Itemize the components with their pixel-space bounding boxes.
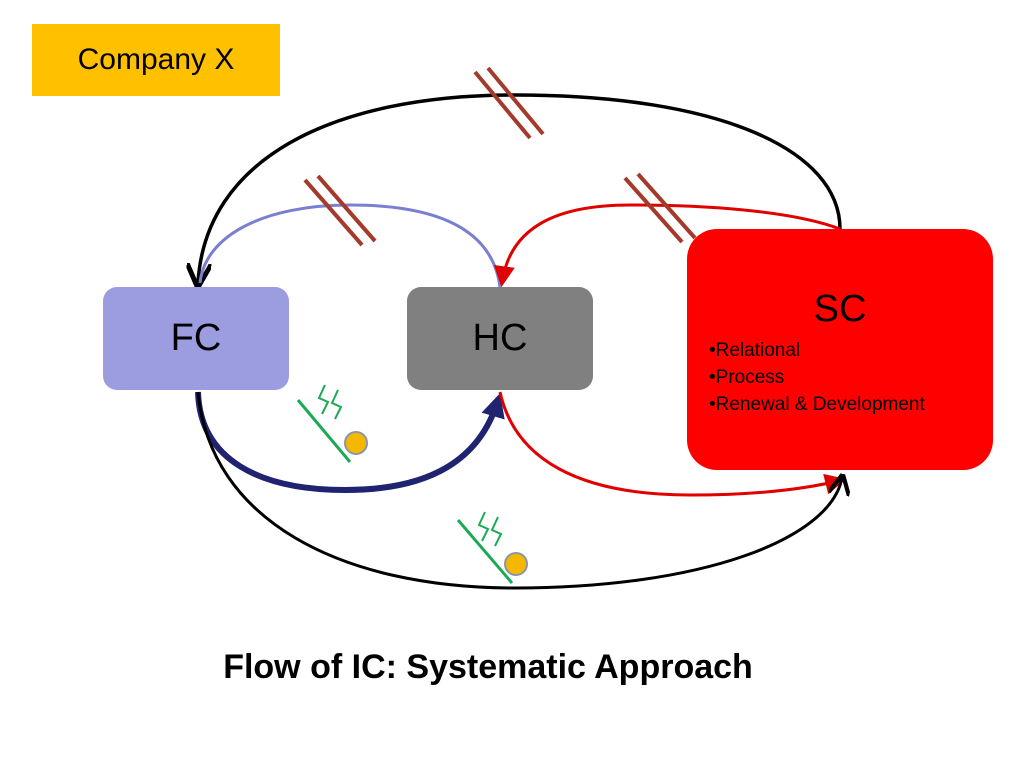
hc-to-fc-arc [198, 203, 502, 288]
sc-to-hc-arc [493, 203, 841, 288]
company-label: Company X [32, 24, 280, 96]
barrier-fc-marks [303, 174, 377, 247]
hc-node: HC [407, 287, 593, 390]
sc-item-process: Process [709, 364, 993, 391]
sc-to-fc-top-arc [198, 93, 842, 283]
fc-node: FC [103, 287, 289, 390]
fc-to-sc-bottom-arc [196, 391, 842, 590]
barrier-sc-marks [623, 172, 697, 244]
sc-item-list: Relational Process Renewal & Development [687, 337, 993, 418]
sc-node: SC Relational Process Renewal & Developm… [687, 229, 993, 470]
hc-to-sc-arc [498, 391, 847, 497]
hc-label: HC [472, 317, 528, 359]
sc-item-relational: Relational [709, 337, 993, 364]
barrier-top-marks [473, 66, 545, 140]
sc-item-renewal: Renewal & Development [709, 391, 993, 418]
sc-label: SC [813, 288, 867, 330]
diagram-caption: Flow of IC: Systematic Approach [223, 648, 753, 686]
fc-label: FC [170, 317, 222, 359]
signal-symbol-lower [456, 511, 528, 584]
signal-symbol-upper [296, 384, 368, 463]
fc-to-hc-arc [195, 391, 505, 494]
